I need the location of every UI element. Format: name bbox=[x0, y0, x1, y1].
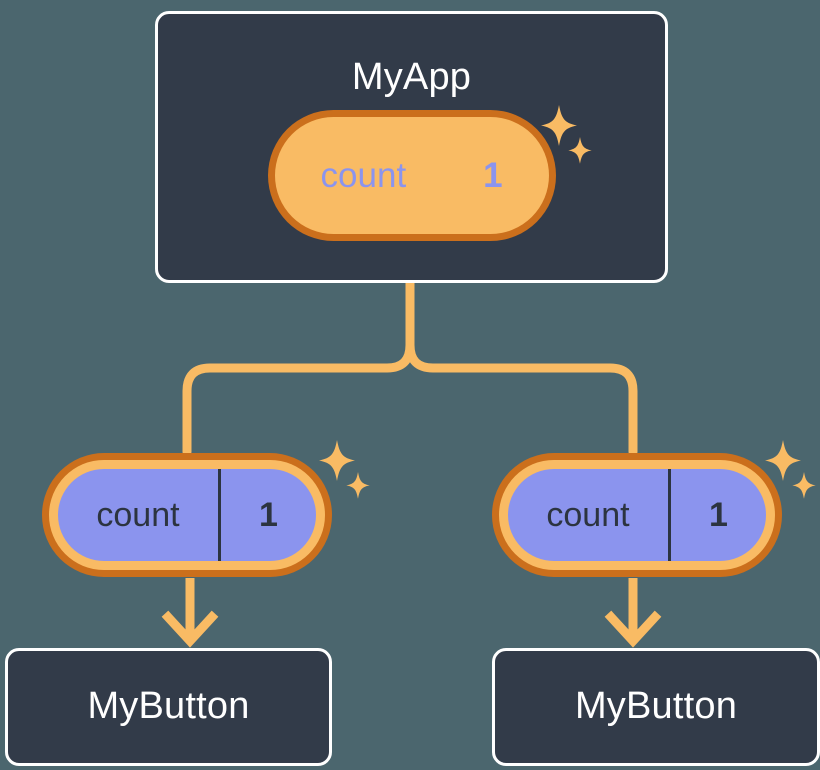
state-key-label: count bbox=[320, 156, 407, 195]
state-pill-myapp[interactable]: count 1 bbox=[268, 110, 556, 241]
state-pill-ring-inner: count 1 bbox=[275, 117, 549, 234]
component-title-mybutton: MyButton bbox=[574, 685, 738, 727]
state-pill-ring-inner: count 1 bbox=[499, 460, 775, 570]
state-pill-face: count 1 bbox=[508, 469, 766, 561]
state-value-label: 1 bbox=[667, 469, 766, 561]
state-pill-face: count 1 bbox=[284, 126, 540, 225]
state-value-label: 1 bbox=[217, 469, 316, 561]
state-pill-face: count 1 bbox=[58, 469, 316, 561]
state-pill-ring-inner: count 1 bbox=[49, 460, 325, 570]
state-value-label: 1 bbox=[442, 126, 540, 225]
arrow-head-right bbox=[604, 610, 662, 648]
state-key-label: count bbox=[96, 496, 180, 534]
arrow-head-left bbox=[161, 610, 219, 648]
state-key-label: count bbox=[546, 496, 630, 534]
component-title-mybutton: MyButton bbox=[87, 685, 250, 727]
component-node-mybutton-right[interactable]: MyButton bbox=[492, 648, 820, 766]
state-pill-child-right[interactable]: count 1 bbox=[492, 453, 782, 577]
connector-branch-left bbox=[182, 340, 415, 457]
state-pill-child-left[interactable]: count 1 bbox=[42, 453, 332, 577]
component-node-mybutton-left[interactable]: MyButton bbox=[5, 648, 332, 766]
connector-branch-right bbox=[405, 340, 638, 457]
component-title-myapp: MyApp bbox=[351, 56, 472, 98]
